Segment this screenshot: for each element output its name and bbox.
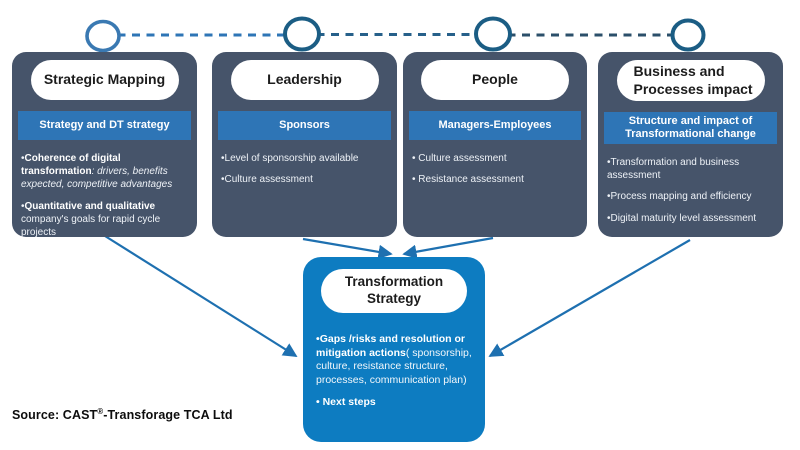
bullet-item: •Gaps /risks and resolution or mitigatio… xyxy=(316,333,472,386)
bullet-item: •Process mapping and efficiency xyxy=(607,191,752,203)
card-leadership: Leadership Sponsors •Level of sponsorshi… xyxy=(212,52,397,237)
card-subheader: Strategy and DT strategy xyxy=(39,119,170,132)
bullet-item: • Next steps xyxy=(316,395,376,408)
bullet-item: •Culture assessment xyxy=(221,174,313,186)
card-title: Business and Processes impact xyxy=(633,63,753,97)
bullet-item: •Transformation and business assessment xyxy=(607,156,740,182)
card-body: •Transformation and business assessment … xyxy=(598,144,783,225)
card-body: •Gaps /risks and resolution or mitigatio… xyxy=(303,313,485,409)
card-title-pill: Business and Processes impact xyxy=(616,60,765,101)
bullet-item: • Resistance assessment xyxy=(412,174,524,186)
timeline-circle-1 xyxy=(85,19,121,53)
card-subheader-bar: Structure and impact of Transformational… xyxy=(604,112,777,144)
bullet-item: •Quantitative and qualitative company's … xyxy=(21,200,161,238)
timeline-circle-3 xyxy=(474,16,512,52)
card-body: • Culture assessment • Resistance assess… xyxy=(403,140,587,186)
card-strategic-mapping: Strategic Mapping Strategy and DT strate… xyxy=(12,52,197,239)
card-subheader: Managers-Employees xyxy=(438,119,552,132)
card-subheader-bar: Strategy and DT strategy xyxy=(18,111,191,140)
card-title-pill: Transformation Strategy xyxy=(321,269,467,313)
card-title: People xyxy=(472,71,518,88)
timeline-circle-4 xyxy=(670,18,706,52)
source-credit: Source: CAST®-Transforage TCA Ltd xyxy=(12,407,233,423)
arrow-leadership-to-strategy xyxy=(302,237,393,259)
card-title-pill: People xyxy=(421,60,569,100)
card-transformation-strategy: Transformation Strategy •Gaps /risks and… xyxy=(303,257,485,442)
card-title-pill: Leadership xyxy=(230,60,379,100)
registered-trademark-icon: ® xyxy=(97,407,104,416)
card-subheader: Structure and impact of Transformational… xyxy=(625,115,756,140)
card-body: •Coherence of digital transformation: dr… xyxy=(12,140,197,239)
bullet-item: •Digital maturity level assessment xyxy=(607,212,757,224)
timeline-circle-2 xyxy=(283,16,321,52)
card-subheader: Sponsors xyxy=(279,119,330,132)
card-title: Strategic Mapping xyxy=(43,71,166,88)
card-body: •Level of sponsorship available •Culture… xyxy=(212,140,397,186)
arrow-business-to-strategy xyxy=(488,239,691,357)
bullet-item: •Level of sponsorship available xyxy=(221,153,359,164)
card-title: Transformation Strategy xyxy=(344,274,444,306)
card-business-processes-impact: Business and Processes impact Structure … xyxy=(598,52,783,237)
card-people: People Managers-Employees • Culture asse… xyxy=(403,52,587,237)
card-title-pill: Strategic Mapping xyxy=(30,60,179,100)
arrow-strategic-mapping-to-strategy xyxy=(104,235,298,357)
arrow-people-to-strategy xyxy=(402,236,494,259)
bullet-item: • Culture assessment xyxy=(412,153,507,164)
bullet-item: •Coherence of digital transformation: dr… xyxy=(21,153,173,191)
card-title: Leadership xyxy=(267,71,342,88)
card-subheader-bar: Managers-Employees xyxy=(409,111,581,140)
card-subheader-bar: Sponsors xyxy=(218,111,391,140)
